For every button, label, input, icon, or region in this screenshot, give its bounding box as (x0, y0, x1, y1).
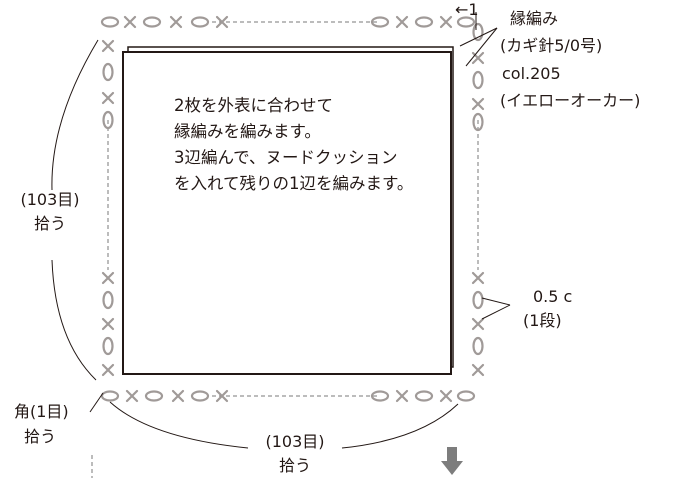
chain-stitch-icon (370, 390, 390, 402)
instruction-line: 3辺編んで、ヌードクッション (174, 148, 398, 167)
chain-stitch-icon (472, 290, 484, 310)
chain-stitch-icon (472, 70, 484, 90)
chain-stitch-icon (456, 16, 476, 28)
instruction-line: 縁編みを編みます。 (174, 122, 321, 141)
chain-stitch-icon (144, 390, 164, 402)
front-panel (122, 51, 452, 375)
edging-title: 縁編み (510, 9, 559, 28)
chain-stitch-icon (142, 16, 162, 28)
leader-lines (89, 12, 511, 413)
cushion-panels (122, 46, 454, 375)
pickup-arcs (51, 39, 459, 449)
single-crochet-icon (395, 15, 409, 29)
single-crochet-icon (471, 97, 485, 111)
chain-stitch-icon (102, 110, 114, 130)
chain-stitch-icon (472, 336, 484, 356)
stitch-symbols (100, 15, 485, 403)
single-crochet-icon (101, 363, 115, 377)
single-crochet-icon (101, 39, 115, 53)
chain-stitch-icon (102, 290, 114, 310)
chain-stitch-icon (100, 16, 120, 28)
single-crochet-icon (439, 389, 453, 403)
single-crochet-icon (171, 389, 185, 403)
instructions-block: 2枚を外表に合わせて 縁編みを編みます。 3辺編んで、ヌードクッション を入れて… (174, 93, 413, 197)
chain-stitch-icon (102, 336, 114, 356)
single-crochet-icon (101, 317, 115, 331)
bottom-pickup-action: 拾う (278, 456, 311, 475)
single-crochet-icon (439, 15, 453, 29)
instruction-line: 2枚を外表に合わせて (174, 96, 333, 115)
hook-size: (カギ針5/0号) (500, 36, 603, 55)
start-marker: ←1 (455, 0, 479, 19)
chain-stitch-icon (456, 390, 476, 402)
chain-stitch-icon (100, 390, 120, 402)
edging-guide-lines (91, 21, 479, 478)
chain-stitch-icon (414, 16, 434, 28)
single-crochet-icon (101, 271, 115, 285)
edging-width: 0.5 c (533, 287, 573, 306)
single-crochet-icon (123, 15, 137, 29)
bottom-stitch-count: (103目) (265, 432, 325, 451)
corner-stitch-count: 角(1目) (14, 402, 69, 421)
chain-stitch-icon (472, 22, 484, 42)
left-stitch-count: (103目) (20, 190, 80, 209)
edging-rows: (1段) (523, 311, 562, 330)
single-crochet-icon (215, 15, 229, 29)
chain-stitch-icon (102, 62, 114, 82)
chain-stitch-icon (370, 16, 390, 28)
arrow-down-icon (441, 447, 463, 475)
single-crochet-icon (471, 317, 485, 331)
single-crochet-icon (471, 51, 485, 65)
corner-pickup-action: 拾う (24, 427, 57, 446)
single-crochet-icon (395, 389, 409, 403)
single-crochet-icon (215, 389, 229, 403)
yarn-color-name: (イエローオーカー) (500, 91, 641, 110)
chain-stitch-icon (190, 16, 210, 28)
single-crochet-icon (169, 15, 183, 29)
single-crochet-icon (125, 389, 139, 403)
chain-stitch-icon (472, 112, 484, 132)
left-pickup-action: 拾う (33, 214, 66, 233)
chain-stitch-icon (414, 390, 434, 402)
single-crochet-icon (471, 363, 485, 377)
yarn-color-code: col.205 (502, 64, 561, 83)
chain-stitch-icon (190, 390, 210, 402)
single-crochet-icon (101, 91, 115, 105)
instruction-line: を入れて残りの1辺を編みます。 (174, 174, 414, 193)
single-crochet-icon (471, 271, 485, 285)
